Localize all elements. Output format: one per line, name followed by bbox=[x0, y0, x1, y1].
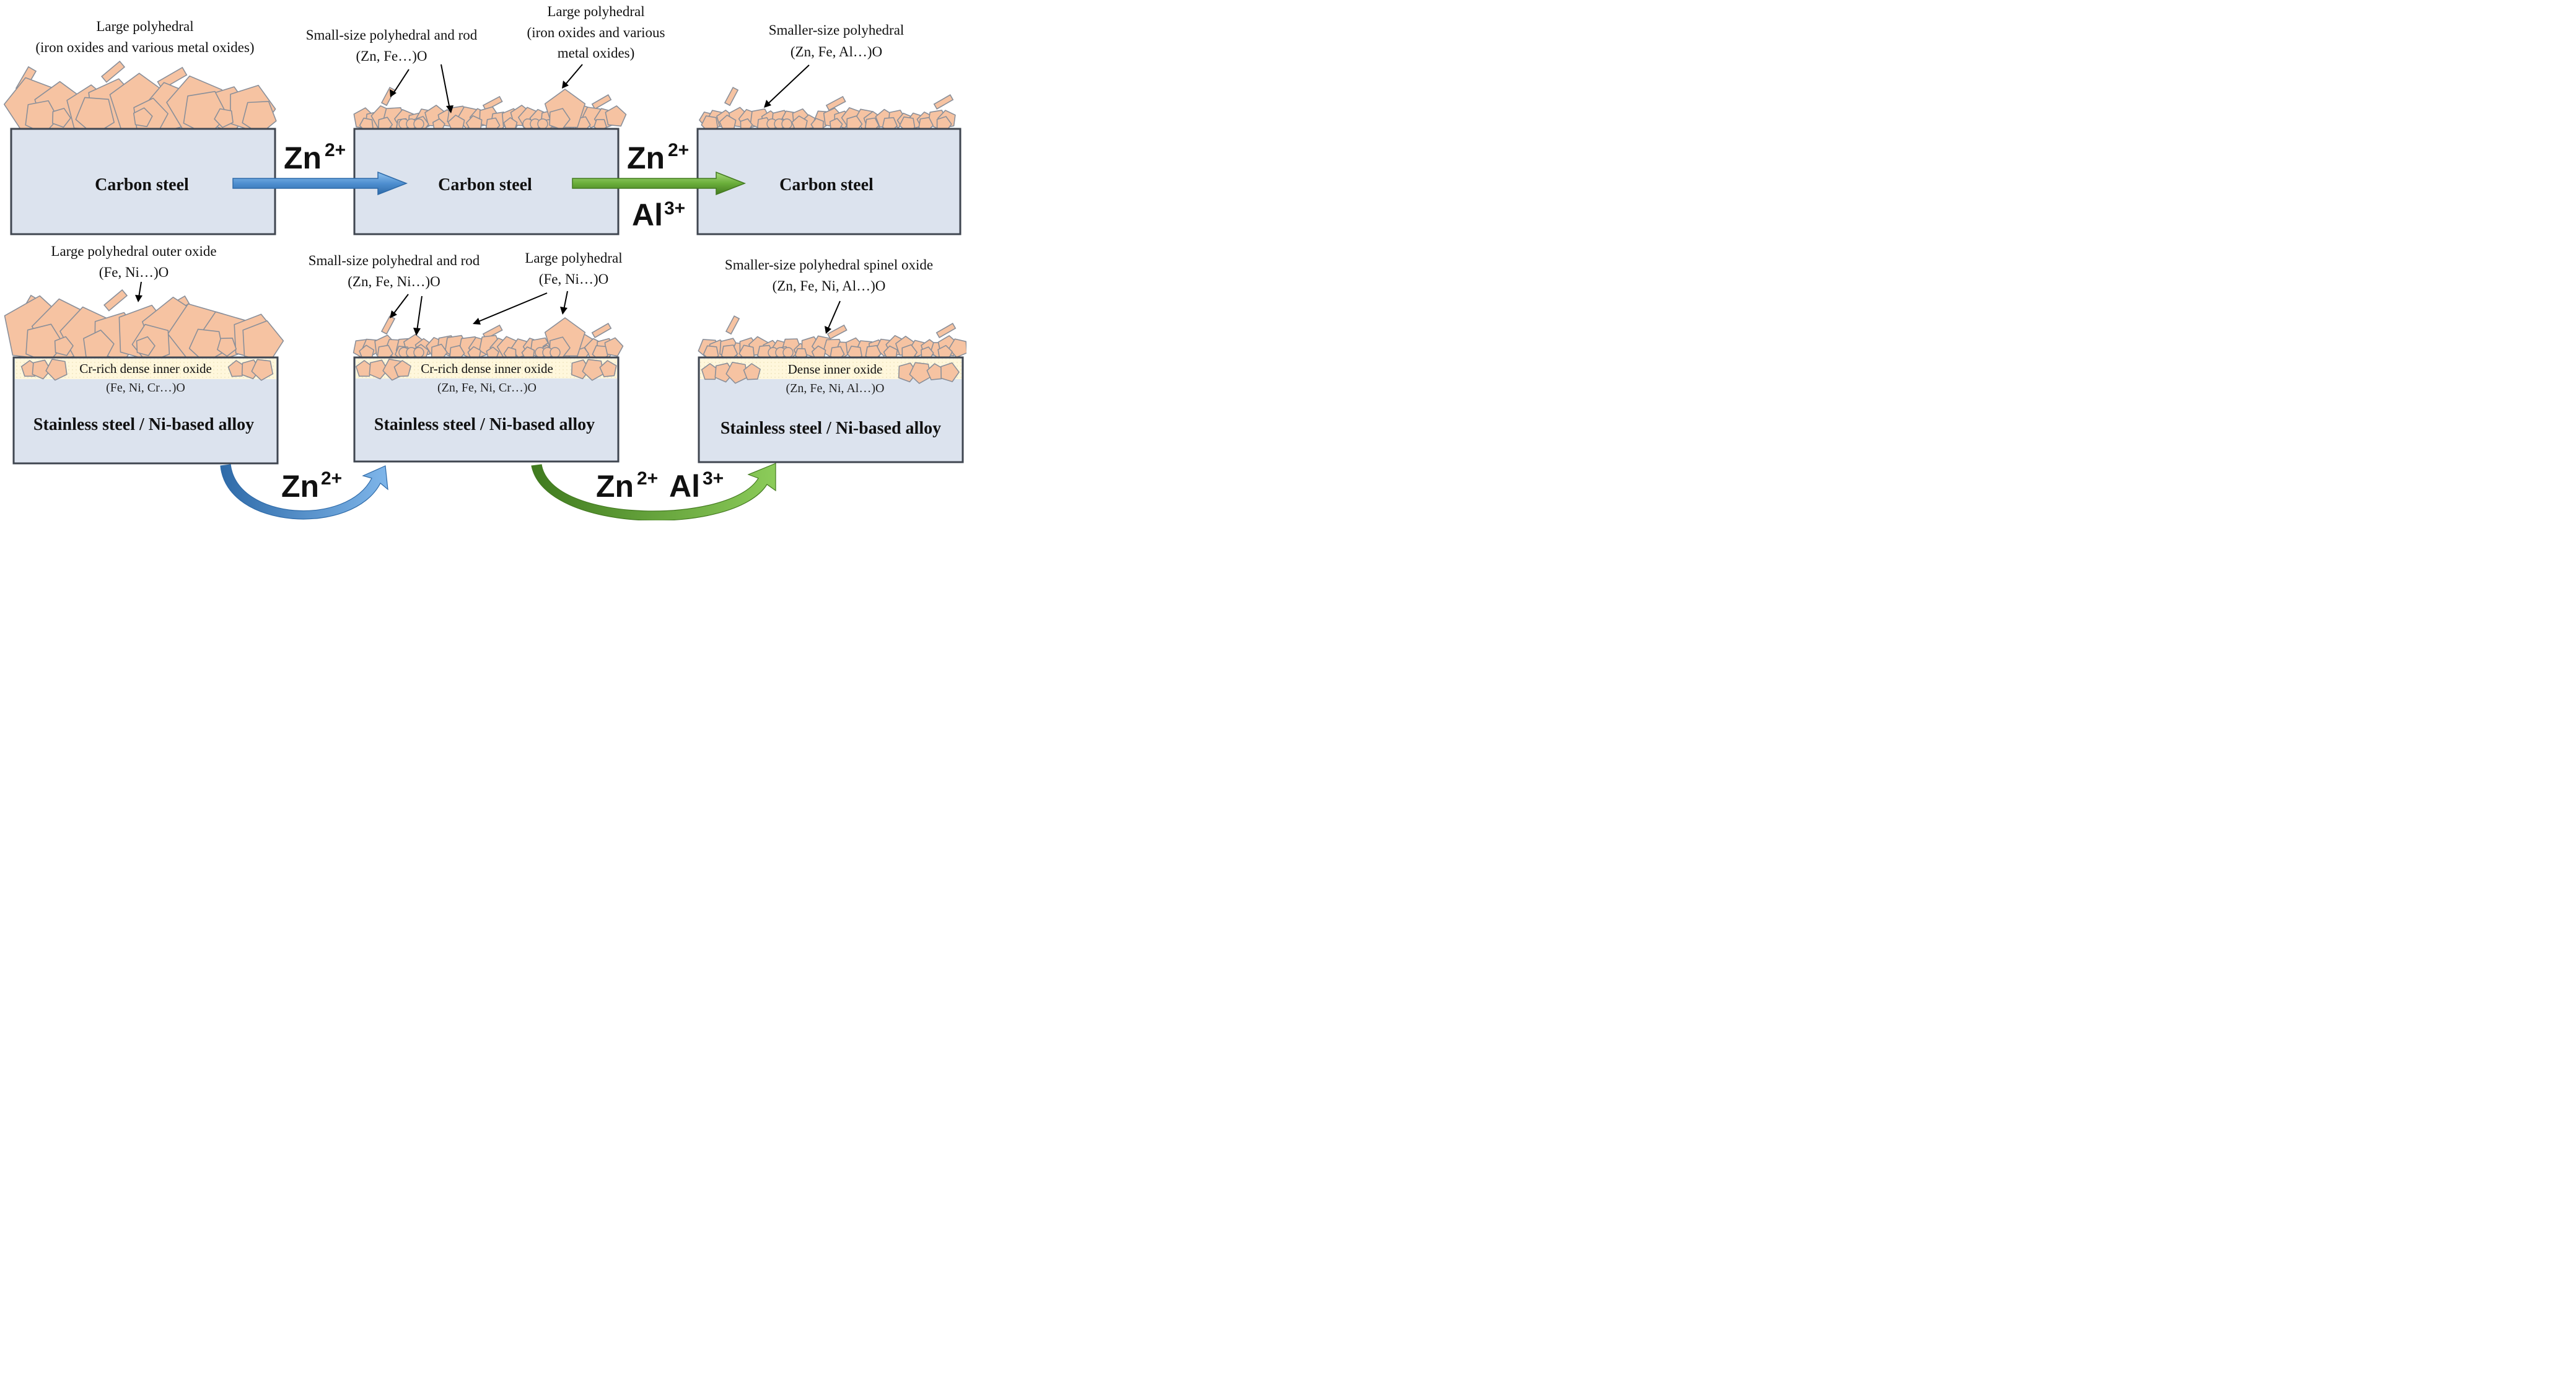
oxide-grain bbox=[948, 338, 966, 358]
oxide-grain bbox=[549, 108, 571, 131]
zn-curved-arrow-bottom bbox=[220, 464, 388, 520]
oxide-sphere bbox=[413, 347, 424, 358]
oxide-rod bbox=[591, 94, 612, 110]
oxide-grain bbox=[605, 105, 627, 127]
carbon-steel-label-3: Carbon steel bbox=[779, 175, 874, 195]
oxide-grain bbox=[133, 107, 153, 128]
al-ion-label-top: Al bbox=[632, 198, 663, 232]
caption-zn-fe-oxide: (Zn, Fe…)O bbox=[356, 48, 427, 64]
oxide-rod bbox=[101, 60, 126, 83]
oxide-grain bbox=[54, 336, 74, 356]
oxide-evolution-diagram: Carbon steel Carbon steel Carbon steel L… bbox=[4, 4, 966, 520]
alloy-label-1: Stainless steel / Ni-based alloy bbox=[33, 415, 254, 434]
oxide-rod bbox=[825, 95, 846, 112]
caption-spinel-oxide: Smaller-size polyhedral spinel oxide bbox=[725, 257, 933, 273]
carbon-steel-block-1 bbox=[10, 128, 276, 235]
al-charge-bottom: 3+ bbox=[703, 468, 724, 489]
inner-oxide-label-1: Cr-rich dense inner oxide bbox=[79, 361, 212, 376]
oxide-grain bbox=[52, 108, 71, 128]
large-polyhedral-oxide-layer bbox=[4, 60, 277, 136]
inner-oxide-label-3: Dense inner oxide bbox=[788, 362, 883, 377]
caption-smaller-polyhedral: Smaller-size polyhedral bbox=[769, 22, 905, 38]
oxide-rod bbox=[380, 87, 396, 107]
caption-large-polyhedral: Large polyhedral bbox=[96, 19, 193, 34]
caption-zn-fe-al-oxide: (Zn, Fe, Al…)O bbox=[791, 44, 882, 59]
oxide-rod bbox=[724, 87, 739, 107]
caption-fe-ni-oxide-2: (Fe, Ni…)O bbox=[539, 271, 608, 287]
caption-iron-oxides: (iron oxides and various metal oxides) bbox=[35, 40, 254, 55]
smaller-polyhedral-oxide-layer bbox=[699, 87, 956, 133]
oxide-grain bbox=[940, 362, 960, 382]
alloy-label-2: Stainless steel / Ni-based alloy bbox=[374, 415, 595, 434]
oxide-grain bbox=[214, 108, 234, 128]
zn-ion-label-top-1: Zn bbox=[284, 141, 322, 175]
oxide-rod bbox=[591, 323, 612, 338]
al-ion-label-bottom: Al bbox=[669, 469, 700, 504]
zn-ion-label-bottom-2: Zn bbox=[596, 469, 634, 504]
oxide-sphere bbox=[782, 347, 794, 358]
carbon-steel-block-3 bbox=[696, 128, 962, 235]
oxide-grain bbox=[136, 336, 156, 356]
zn-ion-label-top-2: Zn bbox=[627, 141, 665, 175]
oxide-grain bbox=[45, 358, 68, 381]
caption-zn-fe-ni-oxide: (Zn, Fe, Ni…)O bbox=[348, 274, 440, 289]
zn-charge-bottom-2: 2+ bbox=[637, 468, 658, 489]
oxide-sphere bbox=[537, 118, 548, 129]
zn-charge-top-1: 2+ bbox=[325, 140, 346, 160]
zn-ion-label-bottom-1: Zn bbox=[281, 469, 319, 504]
zn-al-curved-arrow-bottom bbox=[531, 463, 776, 520]
spinel-outer-oxide-layer bbox=[698, 315, 966, 362]
oxide-grain bbox=[810, 118, 824, 132]
zn-charge-bottom-1: 2+ bbox=[321, 468, 342, 489]
carbon-steel-label-1: Carbon steel bbox=[95, 175, 189, 195]
large-polyhedral-outer-oxide-layer bbox=[4, 289, 284, 364]
caption-iron-oxides-2a: (iron oxides and various bbox=[527, 25, 665, 40]
oxide-grain bbox=[582, 359, 605, 381]
inner-oxide-composition-3: (Zn, Fe, Ni, Al…)O bbox=[786, 382, 885, 395]
small-polyhedral-oxide-layer bbox=[353, 87, 627, 133]
alloy-label-3: Stainless steel / Ni-based alloy bbox=[721, 419, 941, 438]
caption-iron-oxides-2b: metal oxides) bbox=[558, 45, 635, 61]
zn-charge-top-2: 2+ bbox=[668, 140, 689, 160]
inner-oxide-composition-1: (Fe, Ni, Cr…)O bbox=[106, 381, 185, 395]
oxide-sphere bbox=[413, 118, 424, 129]
oxide-rod bbox=[935, 323, 957, 338]
caption-large-polyhedral-2: Large polyhedral bbox=[547, 4, 644, 19]
inner-oxide-grains-3 bbox=[701, 361, 960, 384]
inner-oxide-grains-1 bbox=[20, 358, 274, 381]
caption-small-polyhedral-rod-2: Small-size polyhedral and rod bbox=[309, 253, 480, 268]
oxide-grain bbox=[217, 337, 237, 357]
oxide-rod bbox=[725, 315, 740, 335]
oxide-sphere bbox=[781, 118, 792, 129]
al-charge-top: 3+ bbox=[664, 198, 685, 219]
oxide-grain bbox=[75, 97, 115, 136]
oxide-rod bbox=[380, 315, 396, 335]
inner-oxide-label-2: Cr-rich dense inner oxide bbox=[421, 361, 553, 376]
caption-large-polyhedral-3: Large polyhedral bbox=[525, 250, 622, 266]
oxide-sphere bbox=[550, 347, 561, 358]
oxide-rod bbox=[482, 95, 503, 112]
caption-zn-fe-ni-al-oxide: (Zn, Fe, Ni, Al…)O bbox=[773, 278, 886, 294]
oxide-grain bbox=[393, 360, 411, 377]
pointer-arrows-top bbox=[390, 64, 810, 113]
inner-oxide-grains-2 bbox=[355, 358, 617, 381]
oxide-grain bbox=[743, 363, 761, 380]
oxide-grain bbox=[599, 360, 617, 377]
oxide-rod bbox=[103, 289, 128, 312]
oxide-grain bbox=[604, 337, 624, 357]
small-polyhedral-outer-oxide-layer bbox=[353, 315, 624, 361]
inner-oxide-composition-2: (Zn, Fe, Ni, Cr…)O bbox=[437, 381, 537, 395]
oxide-grain bbox=[251, 359, 274, 381]
caption-fe-ni-oxide: (Fe, Ni…)O bbox=[99, 265, 169, 280]
pointer-arrows-bottom bbox=[135, 281, 841, 336]
caption-large-polyhedral-outer: Large polyhedral outer oxide bbox=[51, 243, 216, 259]
zn-al-transition-arrow-top bbox=[572, 171, 747, 196]
zn-transition-arrow-top bbox=[232, 171, 408, 196]
oxide-grain bbox=[909, 362, 932, 384]
carbon-steel-label-2: Carbon steel bbox=[438, 175, 532, 195]
caption-small-polyhedral-rod: Small-size polyhedral and rod bbox=[306, 27, 478, 43]
oxide-rod bbox=[826, 324, 848, 340]
oxide-rod bbox=[933, 94, 954, 110]
